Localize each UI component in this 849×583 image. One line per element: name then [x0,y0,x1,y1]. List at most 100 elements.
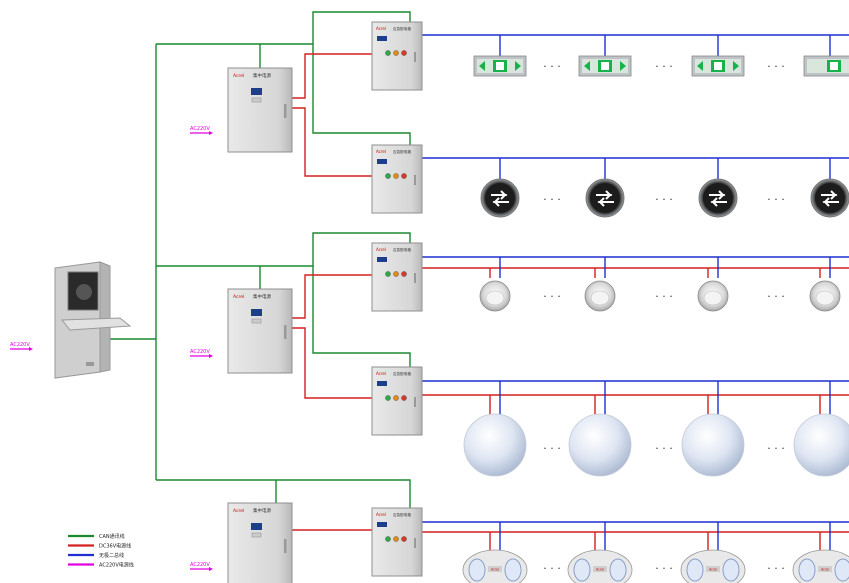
more-fixtures-ellipsis: · · · [655,290,672,303]
box-display [377,381,387,386]
more-fixtures-ellipsis: · · · [767,562,784,575]
box-title: 应急配电箱 [393,371,411,376]
box-display [377,36,387,41]
box-display [377,522,387,527]
box-handle [414,538,416,548]
direction-sign-icon [698,178,738,218]
box-handle [414,397,416,407]
ac220-label: AC220V [190,126,210,132]
cabinet-handle [284,325,287,339]
box-title: 应急配电箱 [393,247,411,252]
box-body [371,144,423,214]
can-wire [156,265,261,289]
box-display [377,257,387,262]
legend-label: CAN通讯线 [99,533,125,540]
cabinet-brand: Acrel [233,73,244,79]
ac220-arrow-icon [209,131,213,135]
globe-light-icon [463,413,527,477]
exit-sign-icon [691,55,745,77]
dc36-feed-wires [292,53,372,531]
downlight-icon [809,280,841,312]
more-fixtures-ellipsis: · · · [543,562,560,575]
cabinet-switch [251,318,262,324]
downlight-icon [479,280,511,312]
dc36-wire [292,327,372,399]
more-fixtures-ellipsis: · · · [543,60,560,73]
indicator-light-icon [385,173,391,179]
globe-light-icon [793,413,849,477]
cabinet-title: 集中电源 [253,507,271,514]
indicator-light-icon [401,50,407,56]
cabinet-title: 集中电源 [253,293,271,300]
legend-label: 无极二总线 [99,552,124,559]
box-brand: Acrel [376,371,386,376]
cabinet-switch [251,532,262,538]
legend-label: DC36V电源线 [99,543,131,550]
indicator-light-icon [393,395,399,401]
indicator-light-icon [385,536,391,542]
ac220-label: AC220V [190,349,210,355]
distribution-box: Acrel 应急配电箱 [371,366,423,436]
ac220-label: AC220V [190,562,210,568]
indicator-light-icon [393,50,399,56]
box-handle [414,52,416,62]
ac220-label: AC220V [10,342,30,348]
spot-light-icon: Acrel [567,549,633,583]
box-title: 应急配电箱 [393,512,411,517]
box-brand: Acrel [376,247,386,252]
spot-light-icon: Acrel [462,549,528,583]
monitoring-terminal [54,261,132,379]
terminal-side [99,261,111,373]
dc36-wire [292,53,372,99]
downlight-icon [584,280,616,312]
more-fixtures-ellipsis: · · · [655,442,672,455]
legend-label: AC220V电源线 [99,562,134,569]
globe-light-icon [681,413,745,477]
exit-sign-icon [578,55,632,77]
more-fixtures-ellipsis: · · · [543,290,560,303]
exit-sign-icon [803,55,849,77]
indicator-light-icon [393,536,399,542]
cabinet-switch [251,97,262,103]
terminal-screen-logo [76,284,92,300]
central-power-cabinet: Acrel 集中电源 [227,502,293,583]
can-wire [312,266,411,367]
cabinet-brand: Acrel [233,508,244,514]
fixture-brand: Acrel [821,568,829,572]
ac220-inputs: AC220V AC220V AC220V AC220V [10,126,213,571]
cabinet-display [251,523,262,530]
indicator-light-icon [385,271,391,277]
fixture-brand: Acrel [596,568,604,572]
indicator-light-icon [401,271,407,277]
cabinet-display [251,309,262,316]
cabinet-handle [284,104,287,118]
indicator-light-icon [393,173,399,179]
indicator-light-icon [401,395,407,401]
ac220-arrow-icon [29,347,33,351]
indicator-light-icon [385,50,391,56]
more-fixtures-ellipsis: · · · [767,193,784,206]
terminal-vent [86,362,94,366]
indicator-light-icon [385,395,391,401]
more-fixtures-ellipsis: · · · [655,562,672,575]
cabinet-handle [284,539,287,553]
direction-sign-icon [585,178,625,218]
cabinet-brand: Acrel [233,294,244,300]
box-display [377,159,387,164]
box-brand: Acrel [376,26,386,31]
spot-light-icon: Acrel [792,549,849,583]
cabinet-body [227,67,293,153]
more-fixtures-ellipsis: · · · [767,60,784,73]
box-title: 应急配电箱 [393,26,411,31]
box-body [371,21,423,91]
can-bus-wires [108,11,411,508]
direction-sign-icon [810,178,849,218]
fixture-brand: Acrel [491,568,499,572]
can-wire [260,11,411,45]
box-brand: Acrel [376,149,386,154]
dc36-wire [292,274,372,319]
central-power-cabinet: Acrel 集中电源 [227,288,293,374]
dc36-wire [292,107,372,177]
